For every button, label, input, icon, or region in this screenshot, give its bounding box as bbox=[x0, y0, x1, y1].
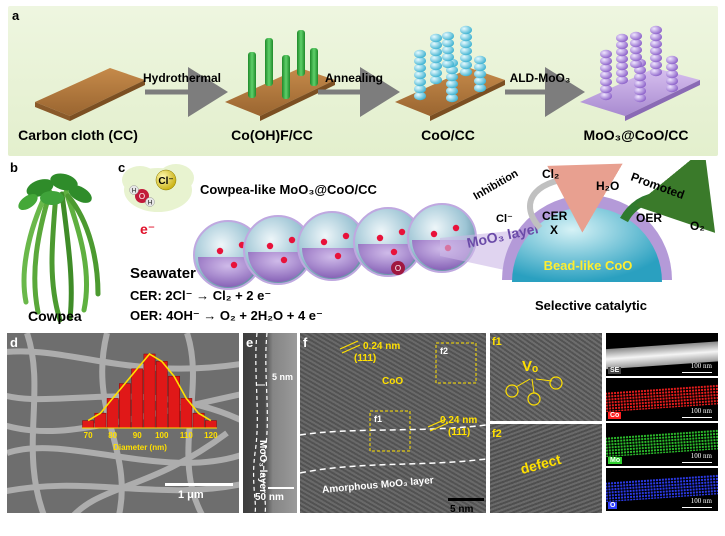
lattice-plane-1: (111) bbox=[354, 353, 377, 364]
panel-e-layer-label: MoO₃ layer bbox=[257, 440, 268, 493]
panel-c-title: Cowpea-like MoO₃@CoO/CC bbox=[200, 182, 377, 197]
histogram-tick-label: 110 bbox=[180, 431, 193, 440]
histogram-xlabel: Diameter (nm) bbox=[113, 443, 167, 452]
panel-f-label: f bbox=[303, 335, 308, 350]
panel-f-hrtem-image bbox=[300, 333, 486, 513]
panel-d-label: d bbox=[10, 335, 18, 350]
step-moo3-coo: MoO₃@CoO/CC bbox=[584, 127, 689, 143]
histogram-bar bbox=[204, 420, 217, 429]
panel-d-scale-bar bbox=[165, 483, 233, 486]
eds-map-scale: 100 nm bbox=[690, 452, 712, 460]
histogram-bar bbox=[143, 353, 156, 429]
cl-minus-label: Cl⁻ bbox=[496, 213, 513, 225]
cl-ion-label: Cl⁻ bbox=[158, 176, 173, 187]
coo-substrate bbox=[395, 25, 505, 121]
panel-d-scale-label: 1 μm bbox=[178, 489, 204, 501]
seawater-cloud: Cl⁻ O H H bbox=[122, 164, 194, 212]
coo-region-label: CoO bbox=[382, 376, 404, 387]
histogram-bar bbox=[119, 383, 131, 429]
panel-f-scale-label: 5 nm bbox=[450, 504, 474, 515]
electron-label: e⁻ bbox=[140, 221, 155, 237]
carbon-cloth-substrate bbox=[35, 68, 145, 121]
region-f2-label: f2 bbox=[440, 346, 449, 356]
eds-map-tag: SE bbox=[608, 367, 622, 374]
cooh-f-substrate bbox=[225, 30, 335, 121]
panel-g-label: g bbox=[608, 334, 616, 349]
histogram-bar bbox=[82, 420, 95, 429]
histogram-tick-label: 70 bbox=[84, 431, 93, 440]
panel-a-scheme: Hydrothermal Annealing ALD-MoO₃ Carbon c… bbox=[18, 25, 700, 143]
step-cooh-f: Co(OH)F/CC bbox=[231, 127, 313, 143]
inset-f2-label: f2 bbox=[492, 428, 502, 440]
panel-b-label: b bbox=[10, 160, 18, 175]
eds-map-tag: Mo bbox=[608, 457, 623, 464]
lattice-spacing-2: 0.24 nm bbox=[440, 415, 478, 426]
inset-f2-image bbox=[490, 424, 602, 513]
eds-map-scale: 100 nm bbox=[690, 407, 712, 415]
eds-map-co: Co 100 nm bbox=[606, 378, 718, 421]
oxygen-vacancy-label: Vₒ bbox=[522, 358, 539, 375]
water-o: O bbox=[139, 192, 145, 201]
panel-e-label: e bbox=[246, 335, 254, 350]
eds-map-scale: 100 nm bbox=[690, 362, 712, 370]
selective-catalytic-label: Selective catalytic bbox=[535, 298, 647, 313]
histogram-tick-label: 120 bbox=[204, 431, 218, 440]
histogram-tick-label: 90 bbox=[133, 431, 142, 440]
cer-blocked-mark: X bbox=[550, 223, 558, 237]
lattice-spacing-1: 0.24 nm bbox=[363, 341, 401, 352]
inset-f1-image bbox=[490, 333, 602, 421]
eds-map-scale-bar bbox=[682, 507, 712, 508]
histogram-bar bbox=[131, 368, 144, 429]
histogram-tick-label: 80 bbox=[108, 431, 117, 440]
panel-e-scale-label: 50 nm bbox=[255, 492, 284, 503]
panel-c-scheme: Cl⁻ O H H e⁻ O Cowpea-like MoO₃@CoO/CC M… bbox=[122, 160, 716, 323]
histogram-bar bbox=[155, 361, 168, 429]
eds-map-tag: Co bbox=[608, 412, 622, 419]
panel-f-scale-bar bbox=[448, 498, 484, 501]
step-coo: CoO/CC bbox=[421, 127, 475, 143]
inhibition-label: Inhibition bbox=[472, 167, 521, 202]
eds-map-scale: 100 nm bbox=[690, 497, 712, 505]
water-h2: H bbox=[148, 201, 152, 207]
o2-label: O₂ bbox=[690, 219, 705, 233]
histogram-tick-label: 100 bbox=[155, 431, 169, 440]
h2o-label: H₂O bbox=[596, 179, 619, 193]
moo3-coo-substrate bbox=[580, 25, 700, 121]
region-f1-label: f1 bbox=[374, 414, 383, 424]
arrow-label-hydrothermal: Hydrothermal bbox=[143, 71, 221, 85]
eds-map-o: O 100 nm bbox=[606, 468, 718, 511]
arrow-label-annealing: Annealing bbox=[325, 71, 383, 85]
oer-equation: OER: 4OH⁻ → O₂ + 2H₂O + 4 e⁻ bbox=[130, 308, 323, 323]
panel-e-thickness-label: 5 nm bbox=[272, 372, 294, 382]
eds-map-tag: O bbox=[608, 502, 618, 509]
cer-label: CER bbox=[542, 209, 568, 223]
oxygen-atom-label: O bbox=[395, 264, 401, 273]
panel-e-tem-image bbox=[243, 333, 297, 513]
panel-c-label: c bbox=[118, 160, 126, 175]
eds-map-scale-bar bbox=[682, 417, 712, 418]
inset-f1-label: f1 bbox=[492, 336, 502, 348]
water-h1: H bbox=[132, 189, 136, 195]
panel-e-scale-bar bbox=[268, 487, 294, 489]
eds-map-mo: Mo 100 nm bbox=[606, 423, 718, 466]
cowpea-illustration bbox=[18, 173, 101, 323]
bead-like-coo-label: Bead-like CoO bbox=[544, 258, 633, 273]
arrow-label-ald: ALD-MoO₃ bbox=[510, 71, 571, 85]
cer-equation: CER: 2Cl⁻ → Cl₂ + 2 e⁻ bbox=[130, 288, 271, 303]
seawater-label: Seawater bbox=[130, 265, 196, 282]
oer-label: OER bbox=[636, 211, 662, 225]
cowpea-caption: Cowpea bbox=[28, 308, 82, 324]
eds-map-se: SE 100 nm bbox=[606, 333, 718, 376]
panel-a-label: a bbox=[12, 8, 20, 23]
cowpea-bead-chain: O bbox=[193, 203, 477, 290]
step-carbon-cloth: Carbon cloth (CC) bbox=[18, 127, 138, 143]
cl2-label: Cl₂ bbox=[542, 167, 559, 181]
eds-map-scale-bar bbox=[682, 462, 712, 463]
eds-map-scale-bar bbox=[682, 372, 712, 373]
lattice-plane-2: (111) bbox=[448, 427, 471, 438]
diameter-histogram: 70 80 90 100 110 120 Diameter (nm) bbox=[82, 352, 218, 452]
